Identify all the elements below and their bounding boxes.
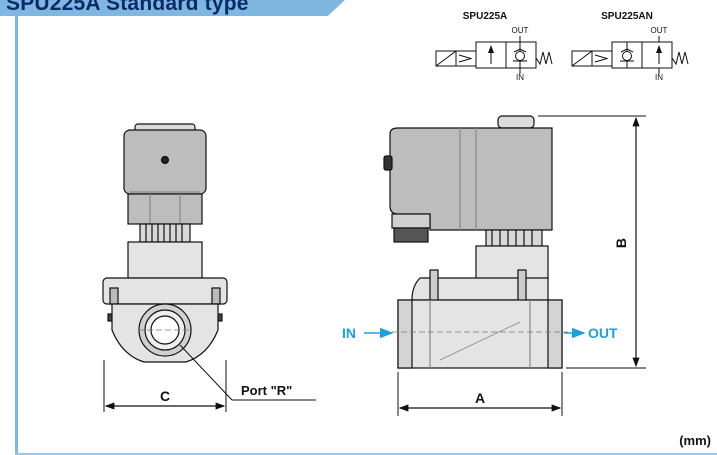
symbol-1-out-label: OUT: [512, 26, 529, 35]
header-tab: [0, 0, 345, 16]
unit-label: (mm): [679, 433, 711, 448]
page-title: SPU225A Standard type: [6, 0, 249, 15]
dimension-c-label: C: [160, 388, 170, 404]
dimension-a-label: A: [475, 390, 485, 406]
side-view: [383, 115, 568, 369]
terminal-screw-icon: [160, 155, 170, 165]
port-r-label: Port "R": [241, 383, 292, 398]
flow-indicator: IN OUT: [342, 325, 618, 341]
symbol-1-in-label: IN: [516, 73, 524, 82]
symbol-2-out-label: OUT: [651, 26, 668, 35]
flow-in-label: IN: [342, 325, 356, 341]
flow-out-label: OUT: [588, 325, 618, 341]
left-accent-rule: [15, 16, 18, 455]
dimension-c: C: [103, 360, 227, 412]
front-view: [102, 123, 228, 363]
dimension-b-label: B: [613, 238, 629, 248]
symbol-spu225an: SPU225AN OUT IN: [571, 11, 689, 82]
symbol-2-in-label: IN: [655, 73, 663, 82]
port-r-callout: Port "R": [179, 344, 316, 401]
symbol-spu225a: SPU225A OUT IN: [435, 11, 553, 82]
symbol-2-title: SPU225AN: [601, 11, 653, 22]
dimension-a: A: [397, 372, 563, 416]
symbol-1-title: SPU225A: [463, 11, 507, 22]
bottom-accent-rule: [15, 453, 717, 455]
dimension-b: B: [538, 115, 646, 369]
